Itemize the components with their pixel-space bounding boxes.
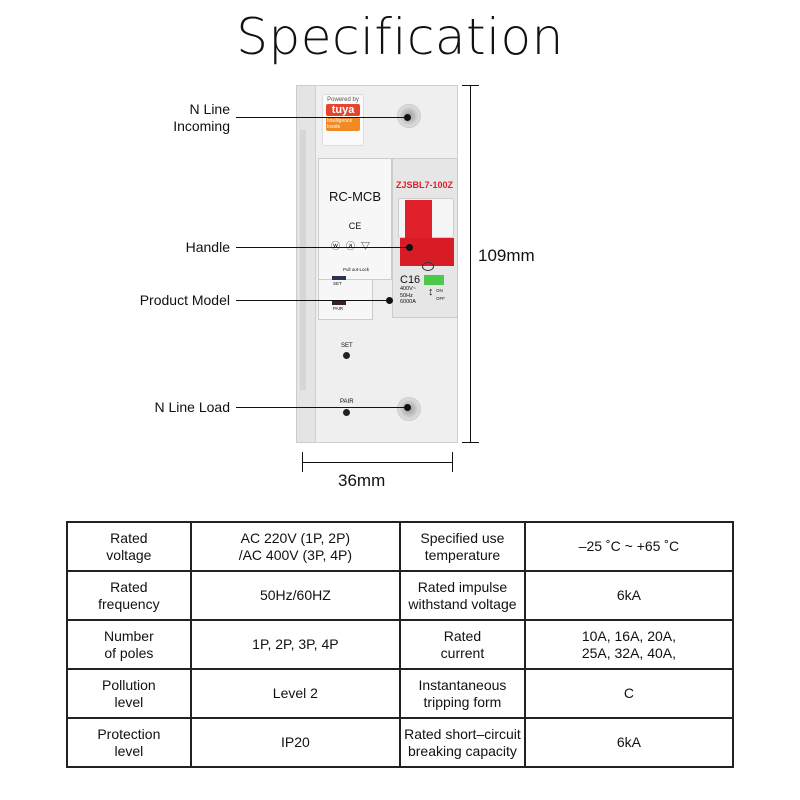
spec-value-cell: AC 220V (1P, 2P)/AC 400V (3P, 4P) bbox=[189, 521, 402, 572]
cell-line: tripping form bbox=[423, 693, 502, 710]
on-label: ON bbox=[436, 288, 443, 293]
meter-icons: ⓦⓐ▽ bbox=[331, 241, 377, 251]
height-dimension: 109mm bbox=[478, 246, 535, 265]
pull-out-lock-text: Pull out-Lock bbox=[343, 267, 370, 272]
cell-line: temperature bbox=[424, 546, 501, 563]
ce-mark: CE bbox=[348, 221, 362, 231]
cell-line: Level 2 bbox=[272, 685, 318, 701]
set-button-top[interactable] bbox=[332, 276, 346, 280]
handle-lever[interactable] bbox=[405, 200, 432, 240]
cell-line: Protection bbox=[97, 725, 161, 742]
cell-line: of poles bbox=[104, 644, 154, 661]
cell-line: Rated bbox=[110, 529, 148, 546]
powered-by-text: Powered by bbox=[327, 97, 359, 103]
pair-label-top: PAIR bbox=[333, 306, 344, 311]
cell-line: 6kA bbox=[616, 734, 641, 750]
set-label: SET bbox=[341, 343, 353, 349]
cell-line: breaking capacity bbox=[407, 742, 517, 759]
spec-value-cell: –25 ˚C ~ +65 ˚C bbox=[523, 521, 735, 572]
cell-line: Specified use bbox=[420, 529, 505, 546]
device-name: RC-MCB bbox=[329, 189, 381, 204]
cell-line: Rated impulse bbox=[417, 578, 508, 595]
tuya-logo: tuya bbox=[326, 104, 360, 116]
rating-text: C16 bbox=[400, 274, 421, 286]
cell-line: Rated short–circuit bbox=[404, 725, 521, 742]
callout-n-line-load: N Line Load bbox=[154, 399, 230, 415]
cell-line: 10A, 16A, 20A, bbox=[581, 627, 677, 644]
cell-line: Rated bbox=[443, 627, 482, 644]
width-dimension: 36mm bbox=[338, 471, 386, 490]
pair-label: PAIR bbox=[340, 399, 354, 405]
pair-button-top[interactable] bbox=[332, 301, 346, 305]
spec-value-cell: IP20 bbox=[189, 717, 402, 768]
cell-line: IP20 bbox=[280, 734, 310, 750]
cell-line: 6kA bbox=[616, 587, 641, 603]
spec-value-cell: C bbox=[523, 668, 735, 719]
set-button[interactable] bbox=[343, 352, 350, 359]
page-title: Specification bbox=[236, 8, 564, 66]
set-label-top: SET bbox=[333, 281, 342, 286]
spec-value-cell: 1P, 2P, 3P, 4P bbox=[189, 619, 402, 670]
label-cover: RC-MCB CE ⓦⓐ▽ Pull out-Lock bbox=[318, 158, 392, 280]
off-label: OFF bbox=[436, 296, 445, 301]
callout-handle: Handle bbox=[185, 239, 230, 255]
green-indicator bbox=[424, 275, 444, 285]
cell-line: Instantaneous bbox=[418, 676, 507, 693]
cell-line: C bbox=[623, 685, 634, 701]
pair-button[interactable] bbox=[343, 409, 350, 416]
spec-value-cell: 10A, 16A, 20A,25A, 32A, 40A, bbox=[523, 619, 735, 670]
cell-line: 50Hz/60HZ bbox=[259, 587, 331, 603]
spec-value-cell: Level 2 bbox=[189, 668, 402, 719]
cell-line: –25 ˚C ~ +65 ˚C bbox=[578, 538, 680, 554]
on-off-arrow-icon: ↕ bbox=[428, 286, 434, 298]
spec-value-cell: 6kA bbox=[523, 717, 735, 768]
callout-product-model: Product Model bbox=[139, 292, 230, 308]
cell-line: AC 220V (1P, 2P) bbox=[240, 529, 351, 546]
cell-line: voltage bbox=[106, 546, 152, 563]
cell-line: 1P, 2P, 3P, 4P bbox=[252, 636, 339, 652]
cell-line: 25A, 32A, 40A, bbox=[581, 644, 677, 661]
cell-line: Number bbox=[103, 627, 154, 644]
cell-line: Pollution bbox=[102, 676, 156, 693]
cell-line: Rated bbox=[110, 578, 148, 595]
spec-value-cell: 6kA bbox=[523, 570, 735, 621]
cell-line: current bbox=[440, 644, 485, 661]
cert-icon bbox=[422, 262, 434, 271]
model-text: ZJSBL7-100Z bbox=[396, 180, 454, 190]
spec-value-cell: 50Hz/60HZ bbox=[189, 570, 402, 621]
cell-line: level bbox=[114, 742, 144, 759]
cell-line: withstand voltage bbox=[408, 595, 517, 612]
cell-line: level bbox=[114, 693, 144, 710]
cell-line: frequency bbox=[98, 595, 160, 612]
cell-line: /AC 400V (3P, 4P) bbox=[238, 546, 353, 563]
